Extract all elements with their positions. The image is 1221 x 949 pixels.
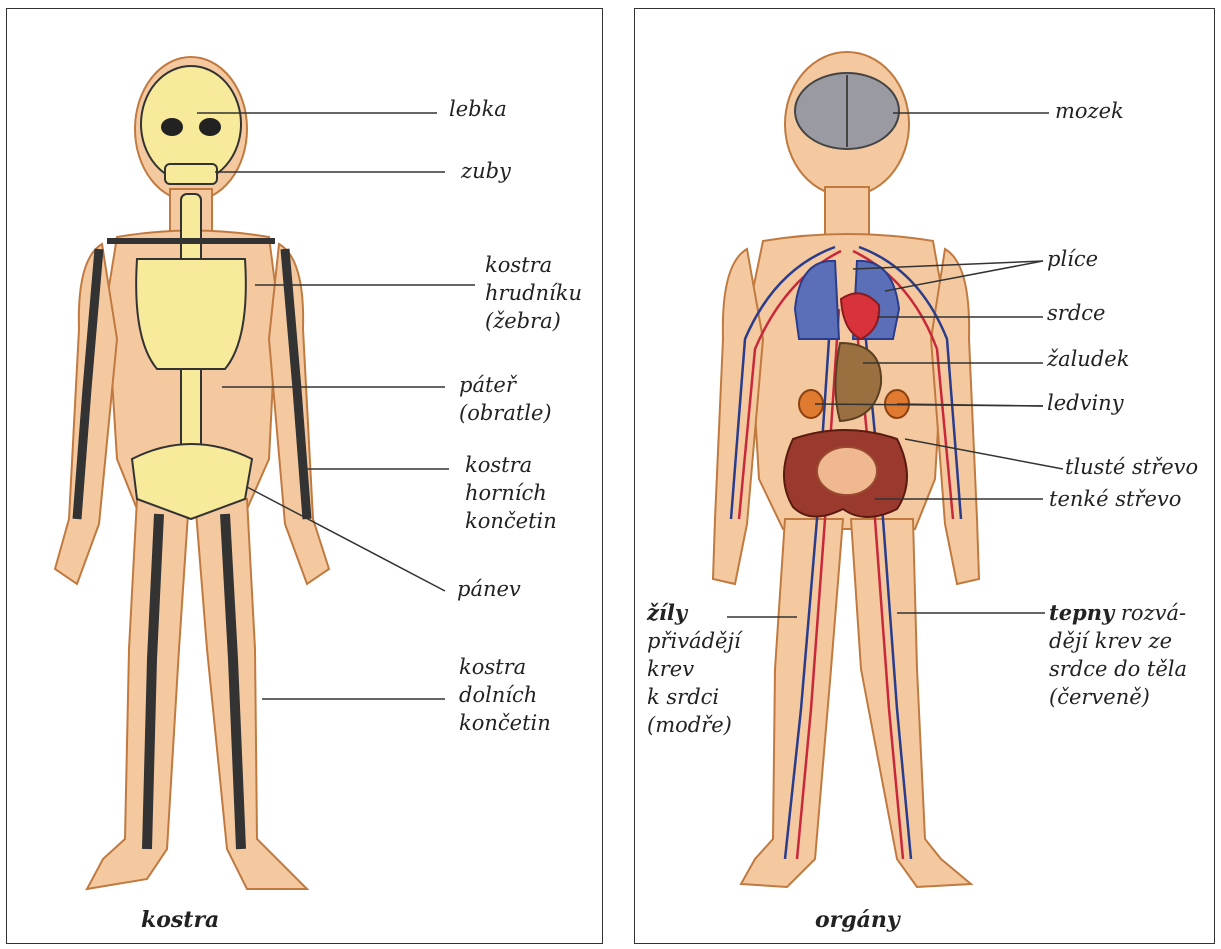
label-veins-line-4: (modře) <box>647 711 741 739</box>
label-veins-line-2: krev <box>647 655 741 683</box>
skeleton-bones <box>77 66 307 849</box>
arteries-term-text: tepny <box>1049 600 1114 625</box>
label-veins-line-1: přivádějí <box>647 627 741 655</box>
label-skull: lebka <box>449 95 507 123</box>
label-arteries-line-1: dějí krev ze <box>1049 627 1187 655</box>
label-heart: srdce <box>1047 299 1105 327</box>
label-veins: žíly přivádějí krev k srdci (modře) <box>647 599 741 739</box>
label-stomach: žaludek <box>1047 345 1129 373</box>
skeleton-caption: kostra <box>141 907 219 933</box>
label-veins-term: žíly <box>647 599 741 627</box>
label-lungs: plíce <box>1047 245 1098 273</box>
veins-term-text: žíly <box>647 600 687 625</box>
label-lower-limbs-line-2: dolních <box>459 681 551 709</box>
label-kidneys: ledviny <box>1047 389 1124 417</box>
label-upper-limbs-line-1: kostra <box>465 451 557 479</box>
label-large-intestine: tlusté střevo <box>1065 453 1198 481</box>
label-upper-limbs: kostra horních končetin <box>465 451 557 535</box>
brain-organ <box>795 73 899 149</box>
label-lower-limbs-line-3: končetin <box>459 709 551 737</box>
label-lower-limbs-line-1: kostra <box>459 653 551 681</box>
organs-panel: mozek plíce srdce žaludek ledviny tlusté… <box>634 8 1215 944</box>
label-ribcage-line-3: (žebra) <box>485 307 582 335</box>
intestines-organ <box>784 430 907 517</box>
label-arteries-line-3: (červeně) <box>1049 683 1187 711</box>
label-ribcage-line-1: kostra <box>485 251 582 279</box>
label-upper-limbs-line-3: končetin <box>465 507 557 535</box>
label-spine-line-1: páteř <box>459 371 552 399</box>
label-arteries-line-0: tepny rozvá- <box>1049 599 1187 627</box>
arteries-first-line-rest: rozvá- <box>1114 601 1186 625</box>
label-spine-line-2: (obratle) <box>459 399 552 427</box>
organs-caption: orgány <box>815 907 900 933</box>
label-ribcage: kostra hrudníku (žebra) <box>485 251 582 335</box>
label-teeth: zuby <box>461 157 511 185</box>
label-spine: páteř (obratle) <box>459 371 552 427</box>
label-small-intestine: tenké střevo <box>1049 485 1181 513</box>
label-arteries: tepny rozvá- dějí krev ze srdce do těla … <box>1049 599 1187 711</box>
label-brain: mozek <box>1055 97 1124 125</box>
label-arteries-line-2: srdce do těla <box>1049 655 1187 683</box>
label-pelvis: pánev <box>457 575 521 603</box>
label-veins-line-3: k srdci <box>647 683 741 711</box>
label-ribcage-line-2: hrudníku <box>485 279 582 307</box>
skeleton-panel: lebka zuby kostra hrudníku (žebra) páteř… <box>6 8 603 944</box>
label-upper-limbs-line-2: horních <box>465 479 557 507</box>
label-lower-limbs: kostra dolních končetin <box>459 653 551 737</box>
